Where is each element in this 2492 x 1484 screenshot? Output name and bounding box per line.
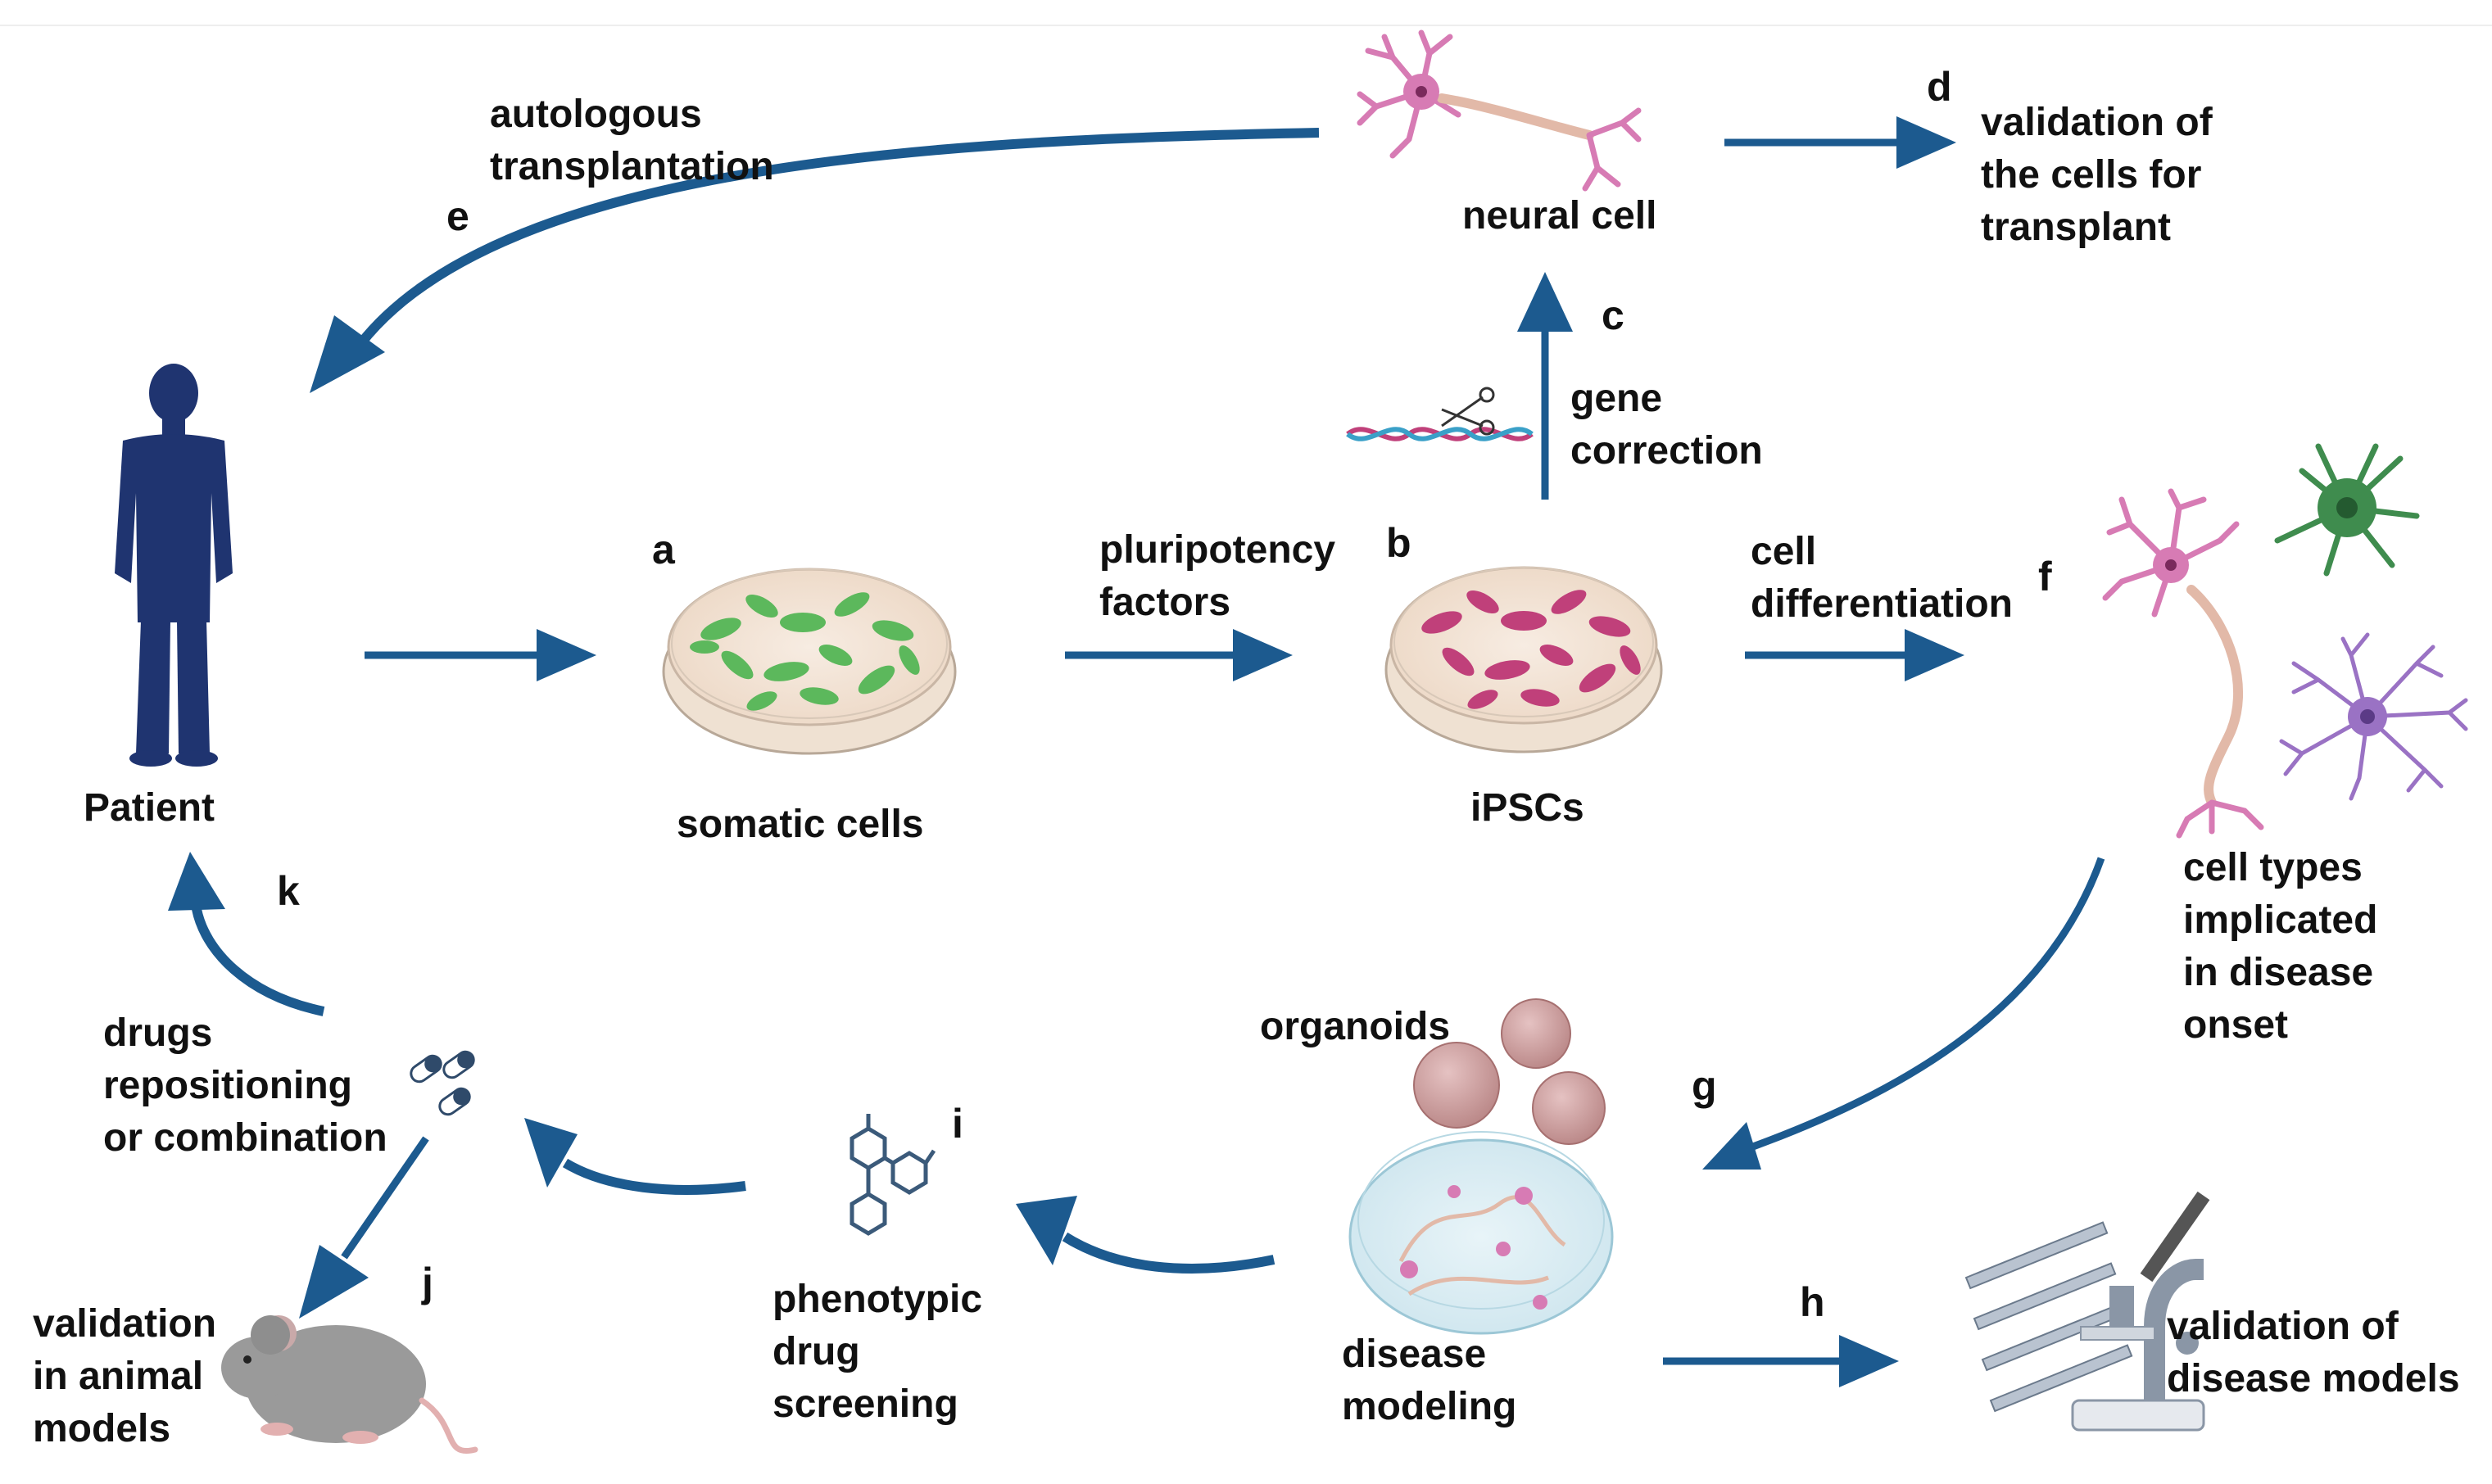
- gene-correction-label: gene correction: [1570, 377, 1763, 473]
- step-letter-k: k: [277, 868, 300, 914]
- step-letter-e: e: [446, 193, 469, 239]
- patient-silhouette-icon: [115, 364, 233, 767]
- petri-dish-ipsc-icon: [1384, 566, 1663, 753]
- step-letter-g: g: [1692, 1063, 1717, 1109]
- mouse-icon: [221, 1315, 478, 1454]
- microscope-icon: [1964, 1191, 2210, 1432]
- patient-label: Patient: [84, 786, 215, 830]
- cell-types-label: cell types implicated in disease onset: [2183, 846, 2378, 1047]
- phenotypic-screening-label: phenotypic drug screening: [773, 1278, 983, 1426]
- arrow-somatic-to-ipsc: [1065, 629, 1293, 681]
- neuron-body-icon: [1403, 74, 1439, 110]
- petri-dish-somatic-icon: [662, 568, 957, 755]
- arrow-ipsc-to-celltypes: [1745, 629, 1964, 681]
- arrow-disease-to-screening: [1016, 1196, 1275, 1274]
- animal-models-label: validation in animal models: [33, 1302, 217, 1450]
- ipscs-label: iPSCs: [1470, 786, 1584, 830]
- somatic-cells-label: somatic cells: [677, 803, 924, 846]
- step-letter-j: j: [422, 1260, 433, 1305]
- arrow-patient-to-somatic: [365, 629, 596, 681]
- arrow-drugs-to-mouse: [299, 1136, 429, 1319]
- arrow-neural-to-validation: [1724, 116, 1956, 169]
- pluripotency-factors-label: pluripotency factors: [1099, 528, 1336, 624]
- step-letter-i: i: [952, 1101, 963, 1147]
- step-letter-h: h: [1800, 1279, 1825, 1325]
- step-letter-a: a: [652, 527, 675, 572]
- cell-differentiation-label: cell differentiation: [1751, 530, 2013, 626]
- validation-models-label: validation of disease models: [2167, 1305, 2460, 1400]
- arrow-screening-to-drugs: [524, 1118, 746, 1195]
- autologous-transplantation-label: autologous transplantation: [490, 93, 774, 188]
- arrow-neural-to-patient: [310, 128, 1320, 393]
- organoids-label: organoids: [1260, 1005, 1451, 1048]
- step-letter-c: c: [1602, 292, 1624, 338]
- cell-types-neurons-icon: [2102, 443, 2468, 839]
- dna-scissors-icon: [1346, 387, 1534, 441]
- pills-icon: [410, 1050, 475, 1116]
- arrow-ipsc-to-neural: [1517, 272, 1573, 500]
- drugs-label: drugs repositioning or combination: [103, 1011, 387, 1160]
- molecule-icon: [850, 1114, 936, 1236]
- arrow-disease-to-microscope: [1663, 1335, 1899, 1387]
- arrow-drugs-to-patient: [168, 852, 325, 1016]
- step-letter-d: d: [1927, 64, 1952, 110]
- neuron-icon: [1357, 29, 1642, 192]
- step-letter-f: f: [2038, 554, 2052, 599]
- organoids-icon: [1413, 998, 1606, 1145]
- disease-modeling-label: disease modeling: [1342, 1332, 1517, 1428]
- arrow-celltypes-to-organoids: [1702, 857, 2105, 1170]
- step-letter-b: b: [1386, 520, 1411, 566]
- petri-dish-neurons-icon: [1348, 1131, 1614, 1335]
- top-divider: [0, 25, 2492, 26]
- validation-transplant-label: validation of the cells for transplant: [1981, 101, 2213, 249]
- neural-cell-label: neural cell: [1462, 194, 1657, 238]
